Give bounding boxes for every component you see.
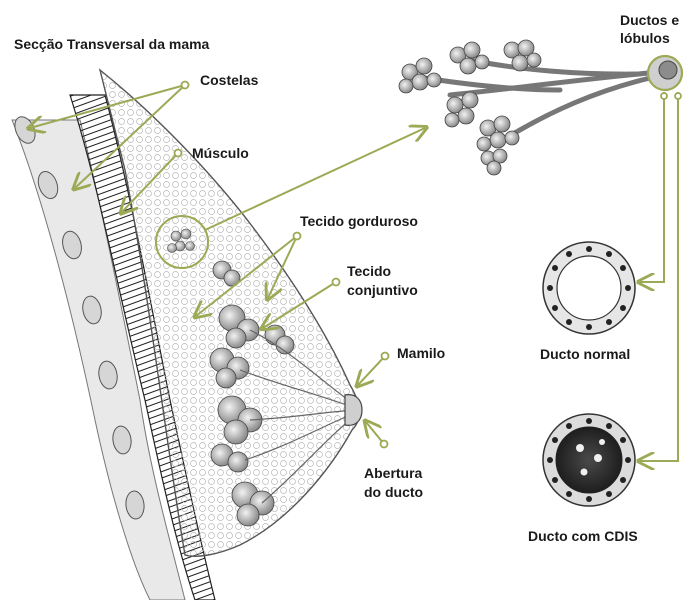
label-abertura-line1: Abertura xyxy=(364,465,422,482)
label-tecido-gorduroso: Tecido gorduroso xyxy=(300,213,418,230)
label-ductos-line1: Ductos e xyxy=(620,12,679,29)
label-musculo: Músculo xyxy=(192,145,249,162)
label-mamilo: Mamilo xyxy=(397,345,445,362)
normal-duct-cross-section xyxy=(543,242,635,334)
cdis-duct-cross-section xyxy=(543,414,635,506)
label-ducto-normal: Ducto normal xyxy=(540,346,630,363)
ducts-lobules-detail xyxy=(399,40,682,175)
label-tecido-conjuntivo-line2: conjuntivo xyxy=(347,282,418,299)
label-tecido-conjuntivo-line1: Tecido xyxy=(347,263,391,280)
breast-illustration xyxy=(11,70,362,600)
nipple xyxy=(345,395,362,426)
diagram-title: Secção Transversal da mama xyxy=(14,36,209,53)
label-ducto-cdis: Ducto com CDIS xyxy=(528,528,638,545)
label-ductos-line2: lóbulos xyxy=(620,30,670,47)
label-costelas: Costelas xyxy=(200,72,258,89)
label-abertura-line2: do ducto xyxy=(364,484,423,501)
